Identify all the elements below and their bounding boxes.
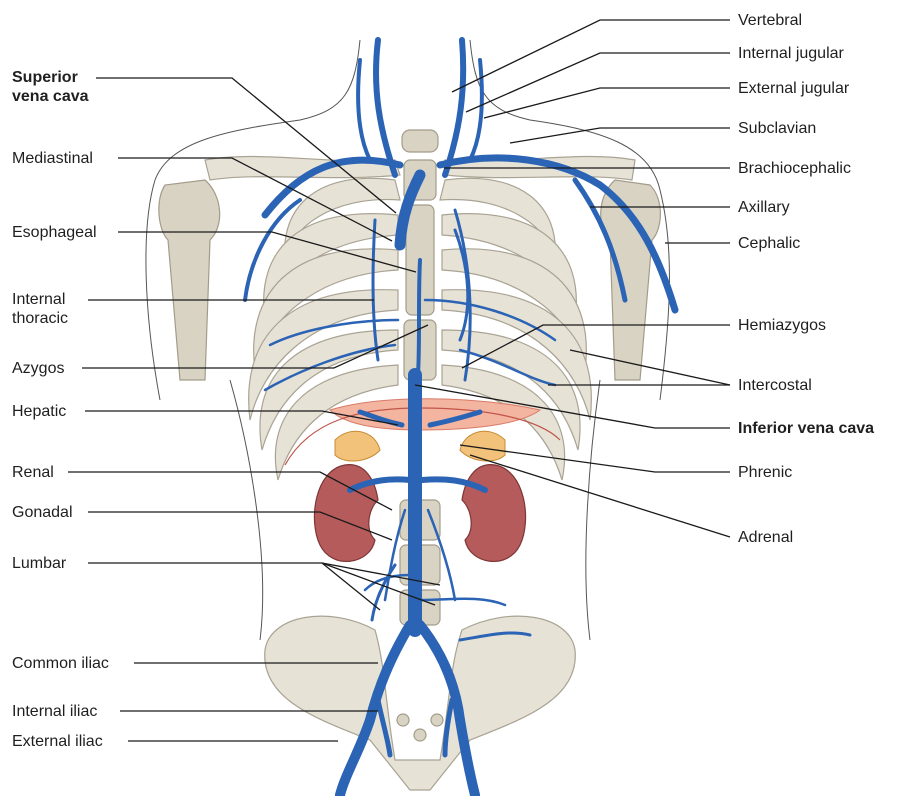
label-inferior-vena-cava: Inferior vena cava bbox=[738, 420, 875, 437]
label-axillary: Axillary bbox=[738, 199, 790, 216]
label-external-jugular: External jugular bbox=[738, 80, 850, 97]
label-intercostal: Intercostal bbox=[738, 377, 812, 394]
label-brachiocephalic: Brachiocephalic bbox=[738, 160, 851, 177]
leader-lines bbox=[68, 19, 731, 742]
rib-cage bbox=[248, 177, 592, 481]
label-internal-iliac: Internal iliac bbox=[12, 703, 98, 720]
label-adrenal: Adrenal bbox=[738, 529, 794, 546]
label-common-iliac: Common iliac bbox=[12, 655, 109, 672]
veins bbox=[243, 37, 679, 800]
label-lumbar: Lumbar bbox=[12, 555, 67, 572]
label-azygos: Azygos bbox=[12, 360, 65, 377]
humerus-bones bbox=[158, 179, 661, 381]
label-superior-vena-cava-line1: Superior bbox=[12, 69, 78, 86]
label-superior-vena-cava-line2: vena cava bbox=[12, 88, 89, 105]
label-internal-thoracic-line2: thoracic bbox=[12, 310, 69, 327]
label-vertebral: Vertebral bbox=[738, 12, 803, 29]
label-internal-jugular: Internal jugular bbox=[738, 45, 844, 62]
label-phrenic: Phrenic bbox=[738, 464, 793, 481]
label-hemiazygos: Hemiazygos bbox=[738, 317, 827, 334]
label-external-iliac: External iliac bbox=[12, 733, 103, 750]
pelvis bbox=[264, 615, 576, 791]
label-cephalic: Cephalic bbox=[738, 235, 801, 252]
label-subclavian: Subclavian bbox=[738, 120, 817, 137]
label-internal-thoracic-line1: Internal bbox=[12, 291, 66, 308]
label-superior-vena-cava: Superior vena cava bbox=[12, 68, 89, 106]
label-esophageal: Esophageal bbox=[12, 224, 97, 241]
label-hepatic: Hepatic bbox=[12, 403, 67, 420]
label-gonadal: Gonadal bbox=[12, 504, 73, 521]
label-renal: Renal bbox=[12, 464, 54, 481]
label-internal-thoracic: Internal thoracic bbox=[12, 290, 68, 328]
label-mediastinal: Mediastinal bbox=[12, 150, 93, 167]
